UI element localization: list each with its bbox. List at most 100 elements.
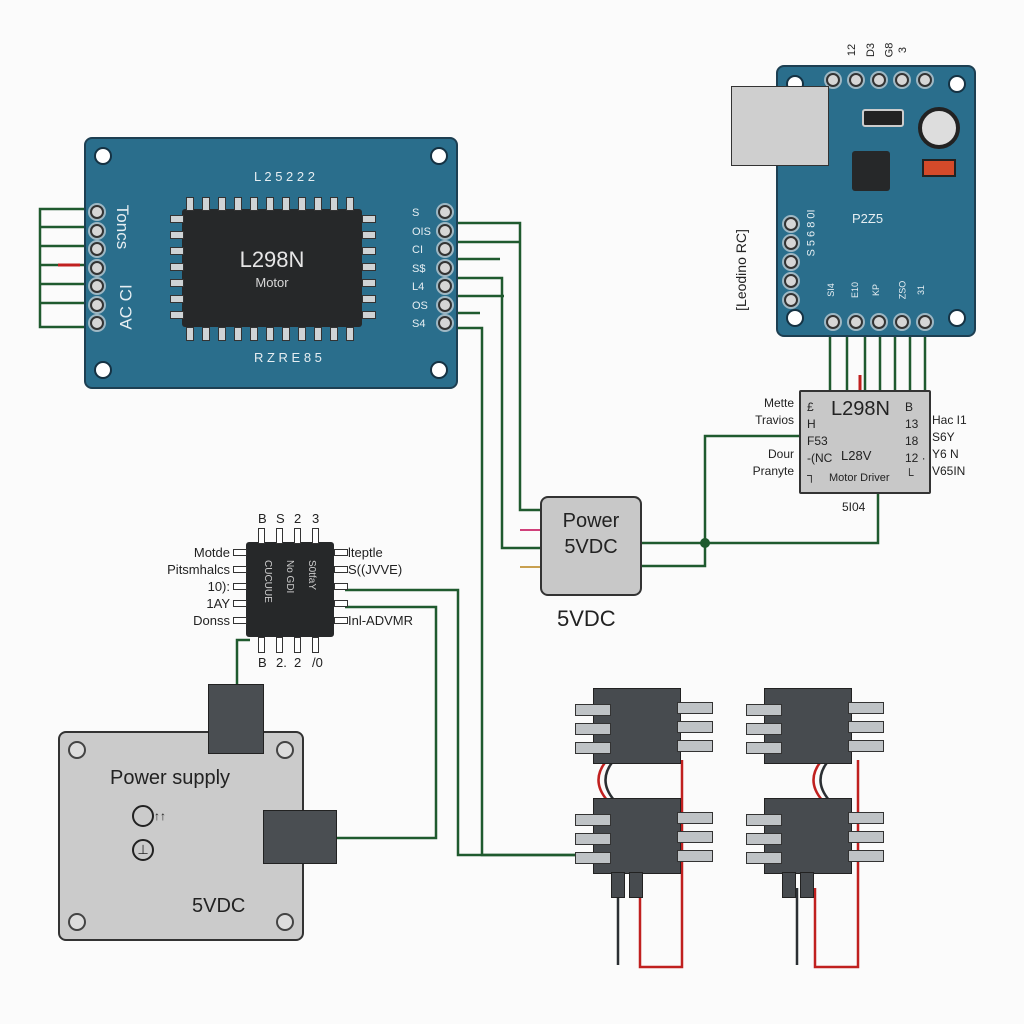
chip-pin	[362, 279, 376, 287]
relay-pin	[575, 723, 611, 735]
chip-pin	[250, 327, 258, 341]
driver-right-outer-label: Hac I1	[932, 413, 967, 427]
chip-pin	[362, 295, 376, 303]
side-header-pad[interactable]	[784, 236, 798, 250]
side-header-pad[interactable]	[784, 255, 798, 269]
ic-bottom-pin-label: 2	[294, 655, 302, 670]
bottom-header-pad[interactable]	[872, 315, 886, 329]
bottom-header-pad[interactable]	[849, 315, 863, 329]
header-pad[interactable]	[438, 297, 452, 312]
top-header-pad[interactable]	[849, 73, 863, 87]
wire-mb-4	[445, 276, 542, 550]
header-pad[interactable]	[438, 279, 452, 293]
relay-pin	[575, 814, 611, 826]
ic-pin	[294, 528, 301, 544]
relay-lead	[629, 872, 643, 898]
ic-left-label: 10):	[207, 579, 230, 594]
bottom-pin-label: KP	[871, 283, 882, 297]
ic-right-label: lteptle	[348, 545, 383, 560]
driver-left-outer-label: Mette	[763, 396, 794, 410]
header-pad[interactable]	[438, 260, 452, 275]
relay-pin	[746, 814, 782, 826]
wire-junction	[700, 538, 710, 548]
chip-pin	[170, 247, 184, 255]
chip-pin	[298, 327, 306, 341]
ic-pin	[258, 637, 265, 653]
header-pad[interactable]	[90, 205, 104, 219]
header-pad[interactable]	[90, 316, 104, 330]
ic-top-pin-label: S	[276, 511, 285, 526]
top-pin-label: 12	[846, 43, 859, 57]
driver-right-inner-label: 13	[905, 417, 919, 431]
ic-bottom-pin-label: /0	[312, 655, 323, 670]
bottom-pin-label: ZSO	[897, 280, 908, 300]
chip-pin	[170, 295, 184, 303]
relay-lead	[611, 872, 625, 898]
header-pad[interactable]	[90, 223, 104, 238]
ic-pin	[276, 528, 283, 544]
usb-connector[interactable]	[731, 86, 829, 166]
ic-left-label: Pitsmhalcs	[167, 562, 230, 577]
driver-right-inner-label: 12 ·	[905, 451, 926, 465]
relay-lead	[800, 872, 814, 898]
bottom-header-pad[interactable]	[826, 315, 840, 329]
driver-left-inner-label: -(NC	[807, 451, 833, 465]
chip-pin	[170, 231, 184, 239]
header-pad[interactable]	[90, 260, 104, 275]
header-pad[interactable]	[90, 297, 104, 312]
header-pad[interactable]	[438, 242, 452, 256]
driver-left-outer-label: Travios	[755, 413, 794, 427]
power-line2: 5VDC	[564, 536, 618, 558]
relay-left-red-rail	[638, 760, 684, 969]
driver-right-inner-label: 18	[905, 434, 919, 448]
mount-hole	[276, 741, 294, 759]
top-header-pad[interactable]	[918, 73, 932, 87]
controller-chip	[852, 151, 890, 191]
header-pad[interactable]	[90, 242, 104, 256]
ic-pin	[233, 583, 247, 590]
ic-pin	[258, 528, 265, 544]
header-pad[interactable]	[90, 279, 104, 293]
bottom-header-pad[interactable]	[895, 315, 909, 329]
driver-left-inner-label: £	[807, 400, 814, 414]
bottom-pin-label: 31	[916, 284, 927, 296]
chip-pin	[218, 197, 226, 211]
relay-pin	[575, 833, 611, 845]
ic-pin	[334, 600, 348, 607]
top-header-pad[interactable]	[872, 73, 886, 87]
plug-icon	[132, 805, 154, 827]
chip-pin	[298, 197, 306, 211]
driver-right-outer-label: S6Y	[932, 430, 955, 444]
relay-pin	[848, 812, 884, 824]
power-block: Power 5VDC	[540, 496, 642, 596]
relay-pin	[746, 852, 782, 864]
relay-pin	[848, 850, 884, 862]
side-header-pad[interactable]	[784, 274, 798, 288]
chip-pin	[186, 197, 194, 211]
header-pad[interactable]	[438, 205, 452, 219]
relay-right-black-link	[819, 759, 830, 801]
relay-pin	[677, 702, 713, 714]
top-header-pad[interactable]	[826, 73, 840, 87]
ic-pin	[233, 566, 247, 573]
ic-top-pin-label: 3	[312, 511, 320, 526]
wire-ctrl-driver	[828, 325, 927, 392]
bottom-header-pad[interactable]	[918, 315, 932, 329]
driver-right-inner-label: └	[905, 468, 914, 482]
top-header-pad[interactable]	[895, 73, 909, 87]
ic-pin	[276, 637, 283, 653]
side-header-pad[interactable]	[784, 293, 798, 307]
relay-pin	[575, 742, 611, 754]
chip-pin	[170, 215, 184, 223]
mount-hole	[430, 147, 448, 165]
chip-pin	[218, 327, 226, 341]
relay-left-black-link	[604, 759, 615, 801]
power-supply-title: Power supply	[110, 767, 231, 789]
ic-left-label: Donss	[193, 613, 230, 628]
chip-pin	[362, 247, 376, 255]
mount-hole	[948, 309, 966, 327]
side-header-pad[interactable]	[784, 217, 798, 231]
header-pad[interactable]	[438, 316, 452, 330]
header-pad[interactable]	[438, 223, 452, 238]
